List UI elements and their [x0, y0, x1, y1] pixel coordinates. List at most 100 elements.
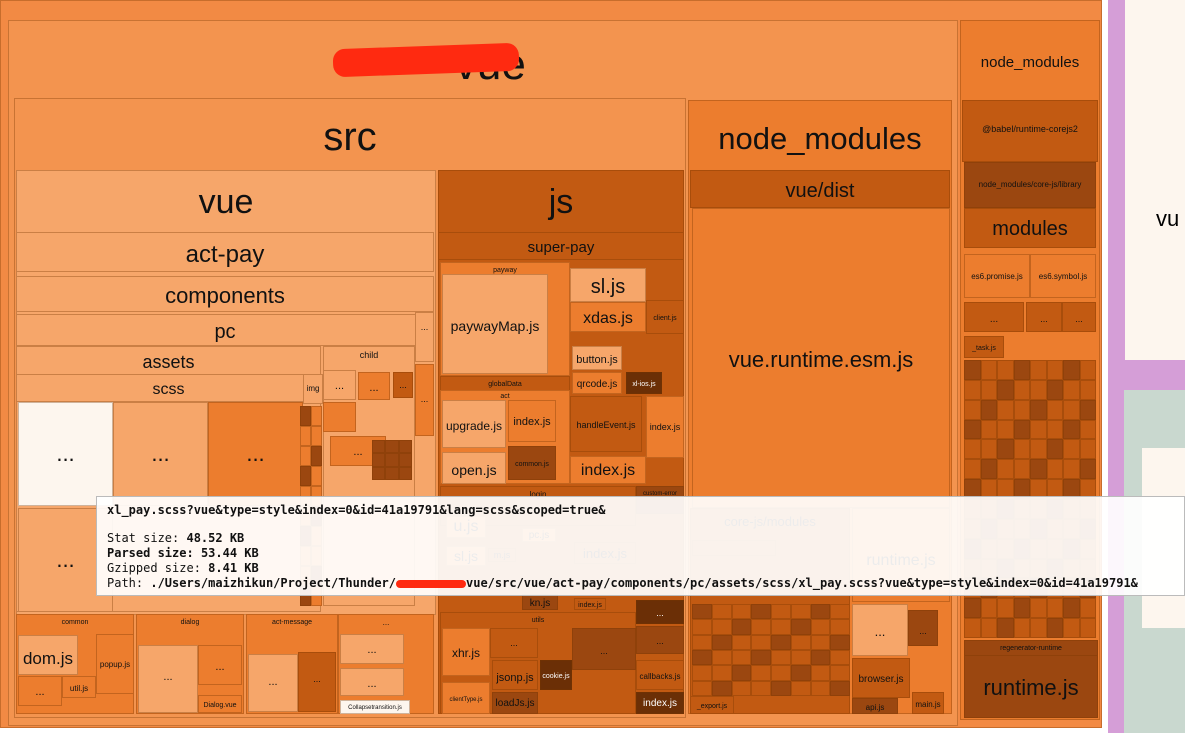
es6-symbol-js[interactable]: es6.symbol.js — [1030, 254, 1096, 298]
img-sub-cell[interactable] — [300, 426, 311, 446]
corejs-module-cell[interactable] — [810, 604, 831, 620]
corejs-library-module-cell[interactable] — [1046, 618, 1063, 638]
child-sub-cell[interactable] — [385, 466, 399, 480]
babel-runtime-corejs2[interactable]: @babel/runtime-corejs2 — [962, 100, 1098, 162]
img-sub-cell[interactable] — [300, 406, 311, 426]
common-js[interactable]: common.js — [508, 446, 556, 480]
corejs-module-cell[interactable] — [751, 680, 771, 696]
js-index-js[interactable]: index.js — [646, 396, 684, 458]
corejs-module-cell[interactable] — [692, 604, 712, 620]
corejs-library-module-cell[interactable] — [997, 360, 1014, 380]
corejs-library-module-cell[interactable] — [980, 598, 997, 619]
child-sub-cell[interactable] — [385, 453, 399, 467]
node-file-ellipsis-2[interactable]: ... — [908, 610, 938, 646]
common-file-ellipsis[interactable]: ... — [18, 676, 62, 706]
paywaymap-js[interactable]: paywayMap.js — [442, 274, 548, 374]
corejs-module-cell[interactable] — [771, 650, 791, 666]
scss-file-3[interactable]: ... — [208, 402, 303, 506]
corejs-module-cell[interactable] — [711, 665, 732, 681]
corejs-module-cell[interactable] — [771, 680, 791, 696]
corejs-library-module-cell[interactable] — [1046, 399, 1063, 420]
kn-js[interactable]: kn.js — [522, 594, 558, 610]
corejs-library-module-cell[interactable] — [1063, 439, 1080, 460]
corejs-library-module-cell[interactable] — [1079, 459, 1096, 480]
corejs-library-module-cell[interactable] — [1046, 459, 1063, 480]
utils-file-1[interactable]: ... — [490, 628, 538, 658]
corejs-library-module-cell[interactable] — [1063, 379, 1080, 400]
task-js[interactable]: _task.js — [964, 336, 1004, 358]
corejs-library-module-cell[interactable] — [1063, 399, 1080, 420]
corejs-library-module-cell[interactable] — [997, 439, 1014, 460]
corejs-library-module-cell[interactable] — [1079, 598, 1096, 619]
pc-folder[interactable]: pc — [16, 314, 434, 346]
corejs-module-cell[interactable] — [751, 650, 771, 666]
corejs-module-cell[interactable] — [711, 680, 732, 696]
corejs-library-module-cell[interactable] — [1013, 598, 1030, 619]
corejs-library-module-cell[interactable] — [1030, 618, 1047, 638]
corejs-library-module-cell[interactable] — [964, 360, 981, 380]
scss-file-2[interactable]: ... — [113, 402, 208, 506]
open-js[interactable]: open.js — [442, 452, 506, 484]
child-file-4[interactable] — [323, 402, 356, 432]
pc-file-1[interactable]: ... — [415, 312, 434, 362]
corejs-library-module-cell[interactable] — [980, 360, 997, 380]
corejs-library-module-cell[interactable] — [997, 399, 1014, 420]
corejs-module-cell[interactable] — [751, 634, 771, 650]
corejs-module-cell[interactable] — [692, 650, 712, 666]
misc-file-1[interactable]: ... — [340, 634, 404, 664]
corejs-library-module-cell[interactable] — [964, 459, 981, 480]
browser-js[interactable]: browser.js — [852, 658, 910, 698]
corejs-library-module-cell[interactable] — [1063, 598, 1080, 619]
dialog-vue[interactable]: Dialog.vue — [198, 695, 242, 713]
pc-file-2[interactable]: ... — [415, 364, 434, 436]
corejs-module-cell[interactable] — [731, 619, 752, 635]
img-sub-cell[interactable] — [311, 406, 322, 426]
corejs-module-cell[interactable] — [790, 634, 811, 650]
child-file-3[interactable]: ... — [393, 372, 413, 398]
img-sub-cell[interactable] — [300, 466, 311, 486]
corejs-module-cell[interactable] — [790, 680, 811, 696]
corejs-library-module-cell[interactable] — [1079, 618, 1096, 638]
img-sub-cell[interactable] — [311, 446, 322, 466]
child-file-1[interactable]: ... — [323, 370, 356, 400]
corejs-module-cell[interactable] — [790, 665, 811, 681]
corejs-module-cell[interactable] — [711, 650, 732, 666]
act-message-file-2[interactable]: ... — [298, 652, 336, 712]
export-js[interactable]: _export.js — [690, 696, 734, 714]
modules-file-3[interactable]: ... — [1062, 302, 1096, 332]
img-sub-cell[interactable] — [311, 426, 322, 446]
button-js[interactable]: button.js — [572, 346, 622, 370]
corejs-library-module-cell[interactable] — [1013, 379, 1030, 400]
corejs-module-cell[interactable] — [830, 650, 850, 666]
corejs-library-module-cell[interactable] — [964, 598, 981, 619]
misc-folder[interactable]: ... — [338, 614, 434, 714]
corejs-library-module-cell[interactable] — [964, 379, 981, 400]
corejs-module-cell[interactable] — [692, 665, 712, 681]
es6-promise-js[interactable]: es6.promise.js — [964, 254, 1030, 298]
corejs-library-module-cell[interactable] — [1063, 618, 1080, 638]
corejs-library-module-cell[interactable] — [1013, 459, 1030, 480]
corejs-library-module-cell[interactable] — [1079, 379, 1096, 400]
corejs-module-cell[interactable] — [810, 619, 831, 635]
side-chunk-pink-inner[interactable] — [1125, 0, 1185, 360]
corejs-module-cell[interactable] — [692, 634, 712, 650]
corejs-library-module-cell[interactable] — [1013, 439, 1030, 460]
corejs-module-cell[interactable] — [830, 604, 850, 620]
kn-index-js[interactable]: index.js — [574, 598, 606, 610]
index-js-large[interactable]: index.js — [570, 456, 646, 484]
dialog-file-1[interactable]: ... — [138, 645, 198, 713]
img-sub-cell[interactable] — [300, 446, 311, 466]
corejs-module-cell[interactable] — [731, 634, 752, 650]
corejs-module-cell[interactable] — [810, 680, 831, 696]
scss-folder[interactable]: scss — [16, 374, 321, 402]
modules-file-1[interactable]: ... — [964, 302, 1024, 332]
client-js[interactable]: client.js — [646, 300, 684, 334]
corejs-module-cell[interactable] — [830, 680, 850, 696]
corejs-module-cell[interactable] — [731, 665, 752, 681]
xhr-js[interactable]: xhr.js — [442, 628, 490, 676]
corejs-module-cell[interactable] — [692, 619, 712, 635]
act-message-file-1[interactable]: ... — [248, 654, 298, 712]
act-index-js[interactable]: index.js — [508, 400, 556, 442]
corejs-library-module-cell[interactable] — [980, 618, 997, 638]
core-js-library[interactable]: node_modules/core-js/library — [964, 162, 1096, 208]
